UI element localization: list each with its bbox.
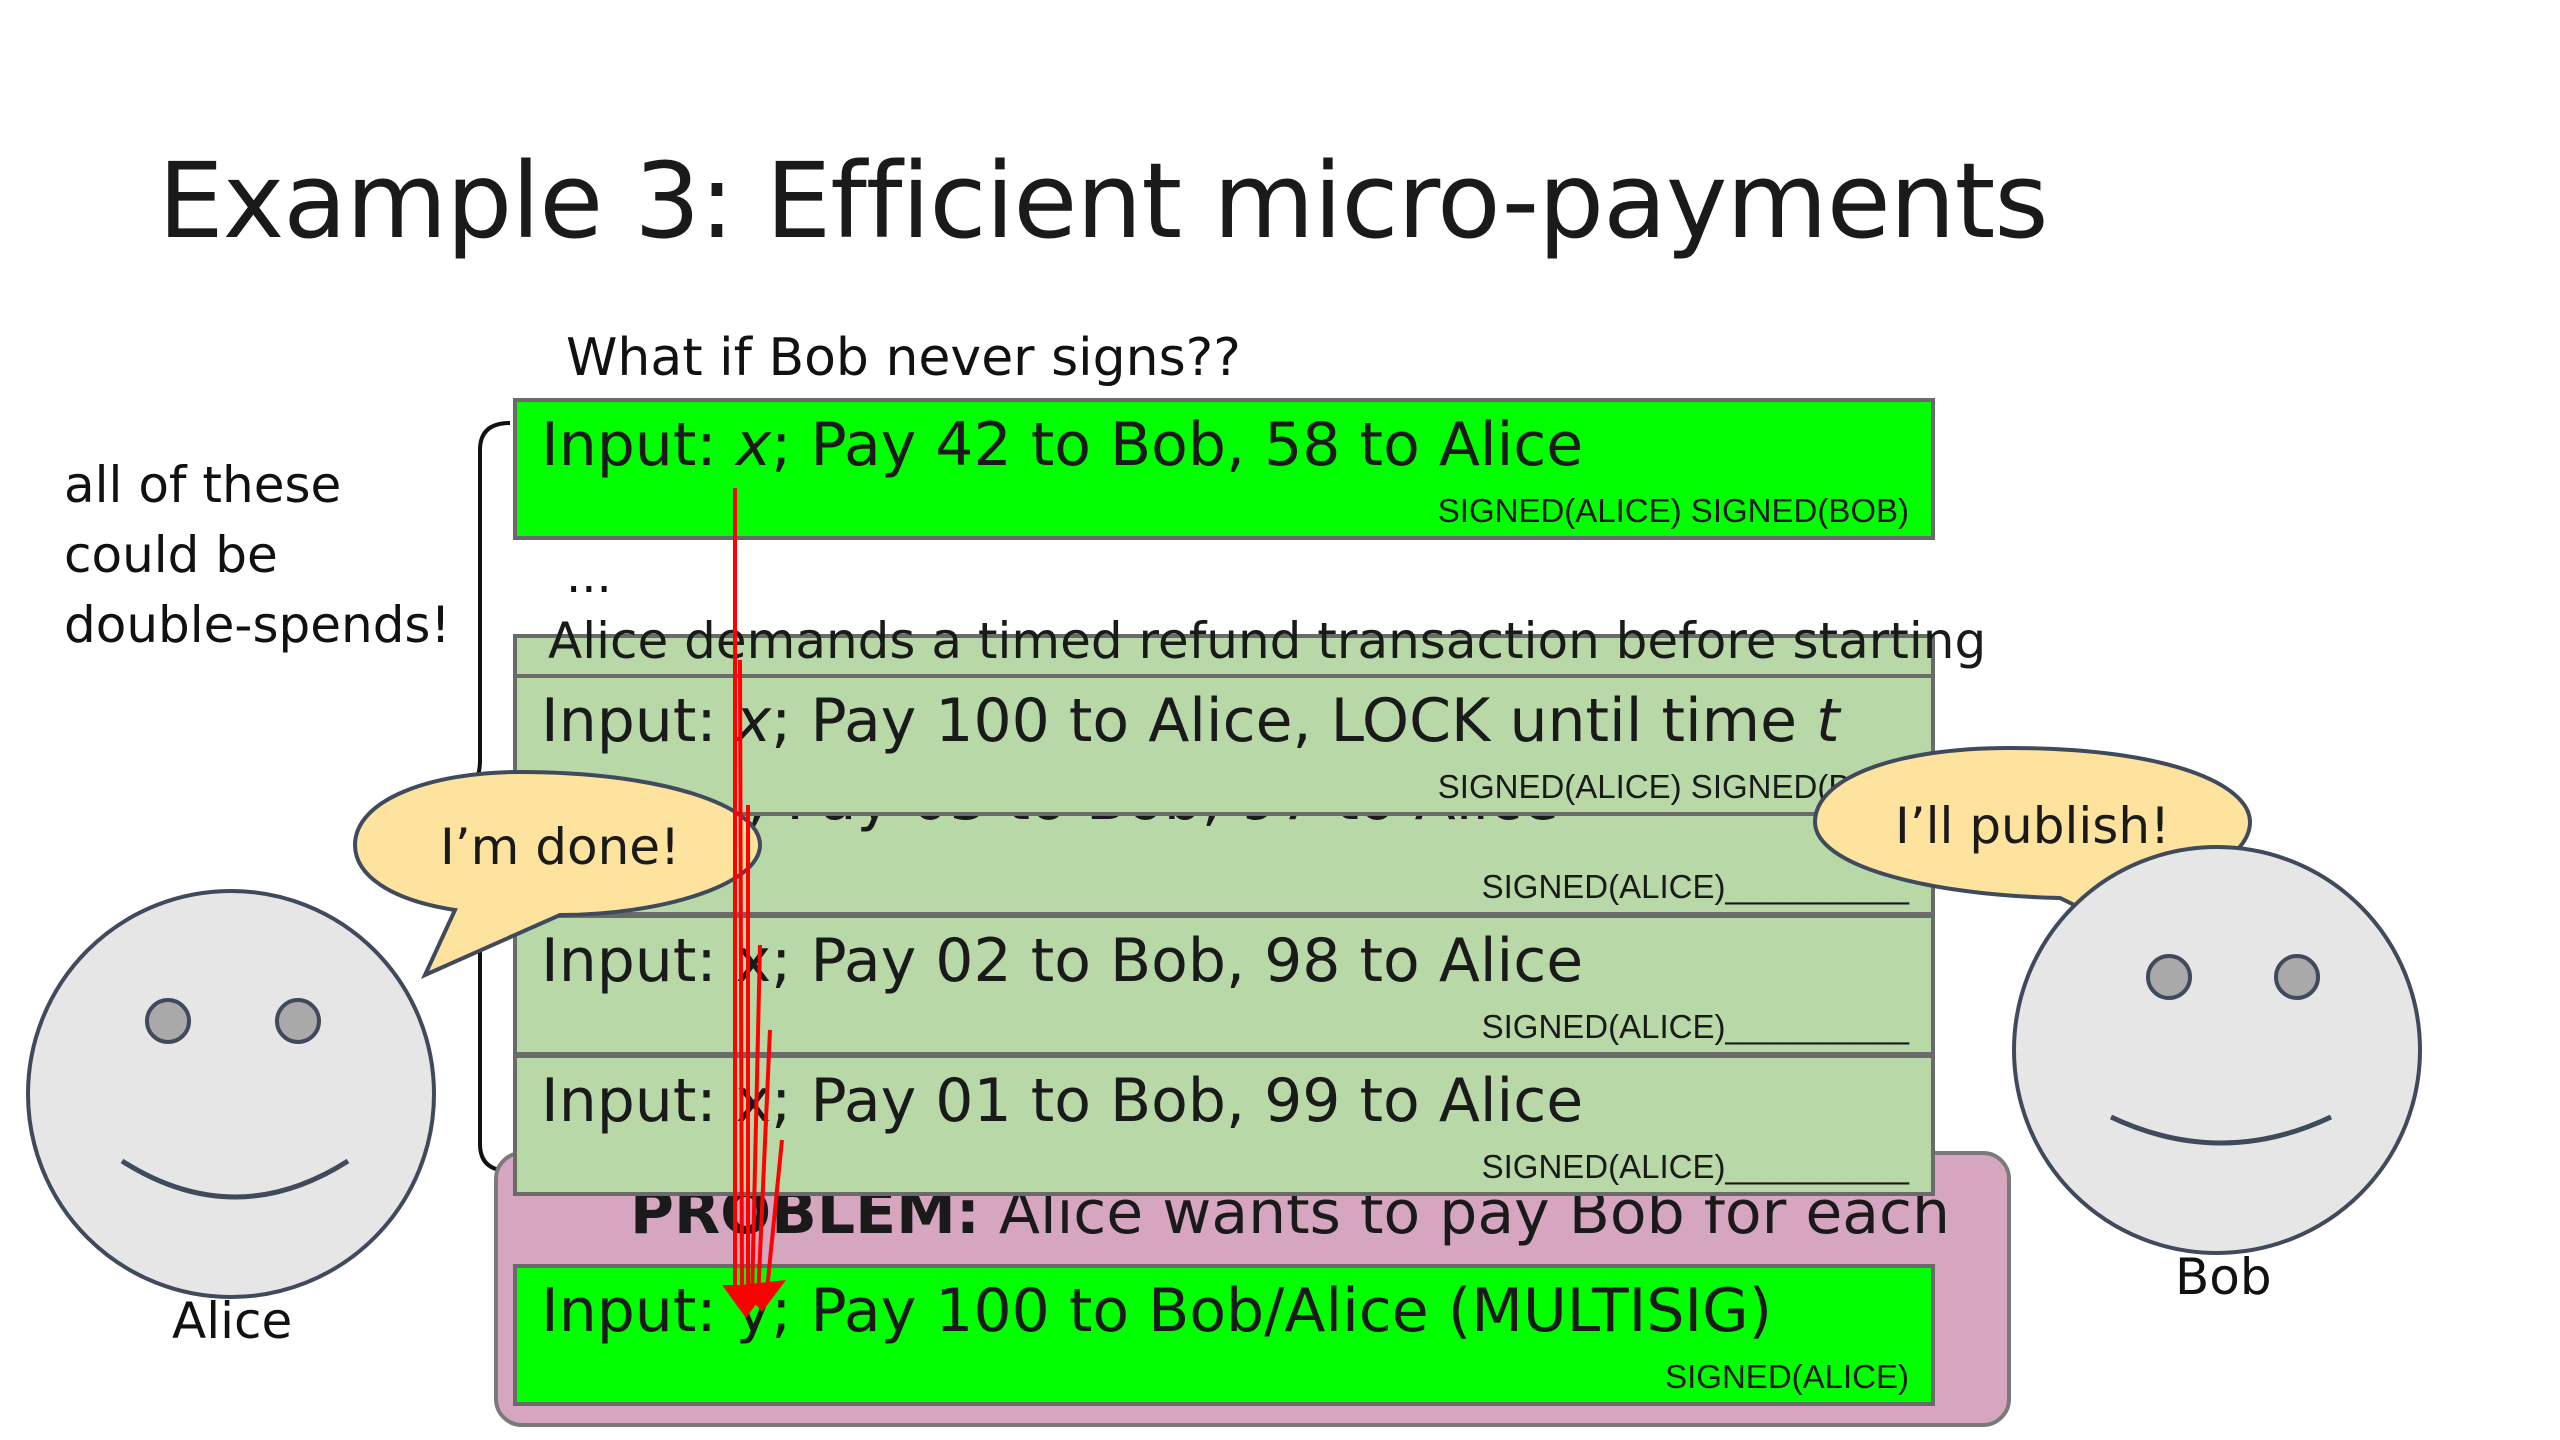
eye-icon [275,998,321,1044]
bob-name: Bob [2175,1248,2272,1306]
eye-icon [145,998,191,1044]
smile-icon [120,1158,350,1200]
multisig-transaction: Input: y; Pay 100 to Bob/Alice (MULTISIG… [513,1264,1935,1406]
tx-prefix: Input: [541,410,736,480]
bob-speech: I’ll publish! [1895,797,2171,855]
transaction-42: Input: x; Pay 42 to Bob, 58 to Alice SIG… [513,398,1935,540]
eye-icon [2146,954,2192,1000]
smile-icon [2109,1114,2333,1146]
tx-input-var: x [735,410,772,480]
tx-signature: SIGNED(ALICE) SIGNED(BOB) [1437,492,1909,529]
transaction-01: Input: x; Pay 01 to Bob, 99 to Alice SIG… [513,1054,1935,1196]
alice-face-icon [26,889,436,1299]
tx-text: Input: x; Pay 100 to Alice, LOCK until t… [541,686,1840,756]
tx-signature: SIGNED(ALICE) [1665,1358,1909,1395]
tx-text: Input: x; Pay 02 to Bob, 98 to Alice [541,926,1584,996]
tx-text: Input: x; Pay 42 to Bob, 58 to Alice [541,410,1583,480]
side-note-line: could be [64,526,278,584]
side-note-line: double-spends! [64,596,451,654]
question-text: What if Bob never signs?? [566,328,1241,388]
eye-icon [2274,954,2320,1000]
slide-title: Example 3: Efficient micro-payments [158,140,2049,262]
side-note-line: all of these [64,456,342,514]
curly-brace-icon [451,421,511,1173]
tx-body: ; Pay 42 to Bob, 58 to Alice [771,410,1584,480]
tx-text: Input: x; Pay 01 to Bob, 99 to Alice [541,1066,1584,1136]
tx-prefix: Input: [541,686,736,756]
transaction-02: Input: x; Pay 02 to Bob, 98 to Alice SIG… [513,914,1935,1056]
alice-name: Alice [172,1292,293,1350]
ellipsis: ... [566,548,612,604]
tx-signature: SIGNED(ALICE) SIGNED(BOB) [1437,768,1909,805]
tx-signature: SIGNED(ALICE)__________ [1481,868,1909,905]
tx-body: ; Pay 100 to Alice, LOCK until time [771,686,1817,756]
double-spend-note: all of these could be double-spends! [64,450,451,660]
refund-transaction: Input: x; Pay 100 to Alice, LOCK until t… [513,674,1935,816]
refund-label: Alice demands a timed refund transaction… [548,612,1987,670]
alice-speech: I’m done! [440,818,681,876]
tx-signature: SIGNED(ALICE)__________ [1481,1148,1909,1185]
tx-input-var: x [735,686,772,756]
tx-time-var: t [1816,686,1840,756]
tx-text: Input: y; Pay 100 to Bob/Alice (MULTISIG… [541,1276,1772,1346]
tx-signature: SIGNED(ALICE)__________ [1481,1008,1909,1045]
bob-face-icon [2012,845,2422,1255]
